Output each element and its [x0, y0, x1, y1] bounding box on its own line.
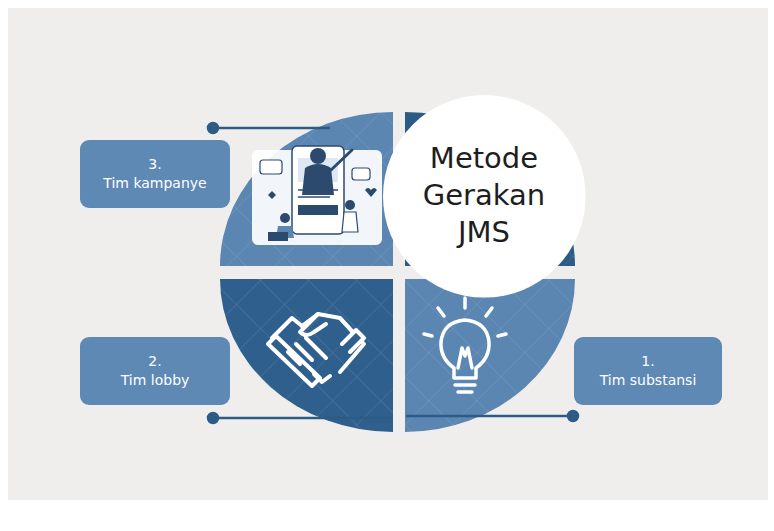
- quadrant-top-left: [220, 112, 393, 266]
- team-label: 1.: [641, 352, 654, 371]
- background: [8, 8, 768, 500]
- campaign-illustration: [252, 146, 382, 245]
- team-label: Tim lobby: [121, 371, 190, 390]
- team-label: Tim substansi: [600, 371, 697, 390]
- team-label: Tim kampanye: [103, 174, 206, 193]
- box-shape: [80, 337, 230, 405]
- team-label: 3.: [148, 155, 161, 174]
- box-shape: [574, 337, 722, 405]
- quadrant-bottom-right: [405, 279, 575, 432]
- box-shape: [80, 140, 230, 208]
- team-box: 1.Tim substansi: [574, 337, 722, 405]
- team-label: 2.: [148, 352, 161, 371]
- team-box: 3.Tim kampanye: [80, 140, 230, 208]
- title-text: Metode Gerakan JMS: [409, 140, 559, 251]
- handshake-icon: [268, 314, 364, 386]
- lightbulb-icon: [424, 298, 506, 392]
- title-circle: Metode Gerakan JMS: [383, 95, 586, 298]
- quadrant-bottom-left: [220, 279, 393, 432]
- team-box: 2.Tim lobby: [80, 337, 230, 405]
